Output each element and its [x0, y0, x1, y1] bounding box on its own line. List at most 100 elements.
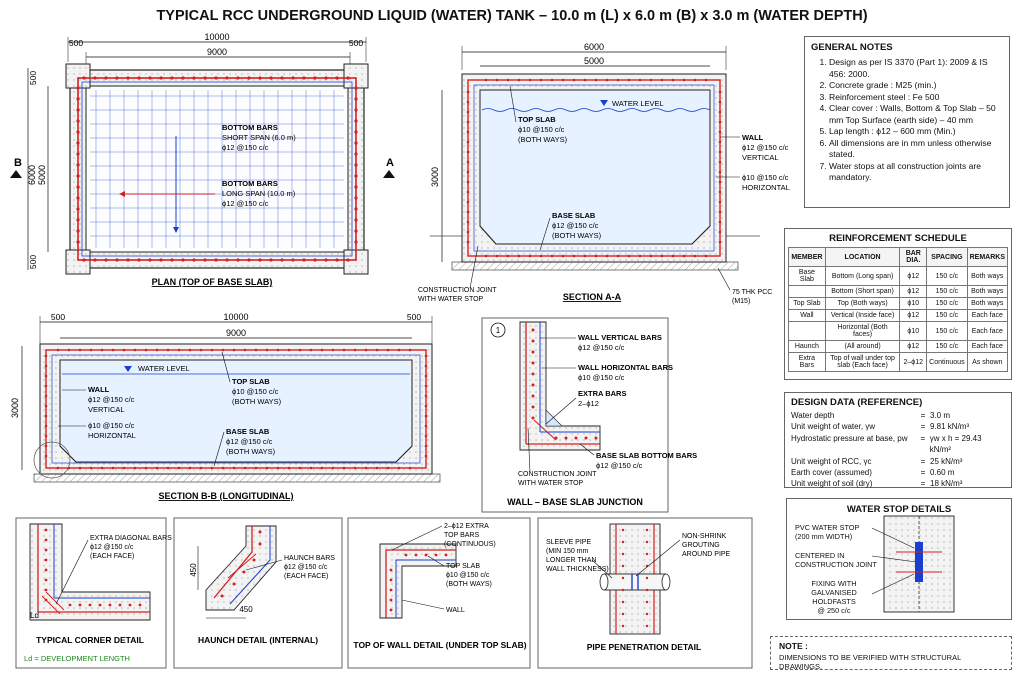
corner-caption: TYPICAL CORNER DETAIL [36, 635, 144, 645]
rebar-dot [621, 588, 625, 592]
rebar-dot [550, 254, 554, 258]
rebar-dot [424, 553, 428, 557]
rebar-dot [78, 603, 82, 607]
rebar-dot [466, 150, 470, 154]
rebar-dot [265, 466, 269, 470]
rebar-dot [424, 354, 428, 358]
rebar-dot [44, 538, 48, 542]
design-data-row: Unit weight of water, γw=9.81 kN/m³ [791, 421, 1005, 432]
rebar-dot [594, 78, 598, 82]
rebar-dot [616, 78, 620, 82]
schedule-header-cell: BAR DIA. [899, 247, 928, 267]
rebar-dot [76, 141, 80, 145]
rebar-dot [621, 540, 625, 544]
rebar-dot [621, 564, 625, 568]
rebar-dot [76, 130, 80, 134]
rebar-dot [718, 180, 722, 184]
note-item: Lap length : ϕ12 – 600 mm (Min.) [829, 126, 1003, 138]
water-stop-box: WATER STOP DETAILS PVC WATER STOP (200 m… [786, 498, 1012, 620]
rebar-dot [466, 120, 470, 124]
rebar-dot [386, 466, 390, 470]
rebar-dot [375, 348, 379, 352]
rebar-dot [528, 254, 532, 258]
rebar-dot [583, 78, 587, 82]
rebar-dot [354, 163, 358, 167]
rebar-dot [550, 78, 554, 82]
rebar-dot [353, 348, 357, 352]
rebar-dot [111, 466, 115, 470]
rebar-dot [531, 350, 535, 354]
rebar-dot [424, 444, 428, 448]
rebar-dot [424, 424, 428, 428]
rebar-dot [181, 76, 185, 80]
rebar-dot [76, 97, 80, 101]
note-item: Clear cover : Walls, Bottom & Top Slab –… [829, 103, 1003, 126]
pipe-rebar-dots [621, 528, 649, 628]
rebar-dot [354, 130, 358, 134]
rebar-dot [188, 466, 192, 470]
rebar-dot [76, 86, 80, 90]
rebar-dot [682, 78, 686, 82]
plan-rebar-dots [76, 76, 358, 262]
rebar-dot [354, 185, 358, 189]
rebar-dot [170, 258, 174, 262]
rebar-dot [56, 348, 60, 352]
rebar-dot [214, 76, 218, 80]
rebar-dot [159, 258, 163, 262]
sbb-wall-horiz-label: ϕ10 @150 c/c HORIZONTAL [88, 421, 137, 440]
rebar-dot [155, 348, 159, 352]
top-wall-detail: 2–ϕ12 EXTRA TOP BARS (CONTINUOUS) TOP SL… [347, 517, 531, 669]
rebar-dot [531, 394, 535, 398]
schedule-cell: 150 c/c [926, 285, 968, 298]
rebar-dot [645, 624, 649, 628]
rebar-dot [258, 76, 262, 80]
rebar-dot [89, 348, 93, 352]
haunch-detail: HAUNCH BARS ϕ12 @150 c/c (EACH FACE) 450… [173, 517, 343, 669]
junction-wall-vertical-label: WALL VERTICAL BARS ϕ12 @150 c/c [578, 333, 664, 352]
design-data-cell: Unit weight of soil (dry) [791, 479, 873, 489]
rebar-dot [561, 78, 565, 82]
rebar-dot [718, 100, 722, 104]
pipe-caption: PIPE PENETRATION DETAIL [587, 642, 701, 652]
rebar-dot [621, 552, 625, 556]
water-stop-pvc-label: PVC WATER STOP (200 mm WIDTH) [795, 523, 859, 541]
rebar-dot [704, 78, 708, 82]
rebar-dot [44, 384, 48, 388]
rebar-dot [177, 466, 181, 470]
rebar-dot [137, 76, 141, 80]
rebar-dot [621, 600, 625, 604]
rebar-dot [203, 76, 207, 80]
schedule-cell: (All around) [824, 340, 901, 353]
rebar-dot [386, 348, 390, 352]
rebar-dot [331, 348, 335, 352]
water-stop-centered-label: CENTERED IN CONSTRUCTION JOINT [795, 551, 877, 569]
water-stop-fixing-label: FIXING WITH GALVANISED HOLDFASTS @ 250 c… [795, 579, 873, 615]
rebar-dot [693, 254, 697, 258]
rebar-dot [298, 466, 302, 470]
rebar-dot [354, 240, 358, 244]
rebar-dot [137, 258, 141, 262]
rebar-dot [220, 594, 224, 598]
rebar-dot [44, 454, 48, 458]
rebar-dot [76, 229, 80, 233]
rebar-dot [354, 141, 358, 145]
rebar-dot [466, 210, 470, 214]
rebar-dot [76, 119, 80, 123]
plan-dim-end-right: 500 [349, 38, 363, 48]
rebar-dot [44, 528, 48, 532]
rebar-dot [645, 552, 649, 556]
rebar-dot [693, 78, 697, 82]
rebar-dot [408, 466, 412, 470]
design-data-row: Water depth=3.0 m [791, 410, 1005, 421]
design-data-cell: Unit weight of water, γw [791, 422, 876, 432]
sbb-dim-height: 3000 [10, 398, 20, 418]
rebar-dot [203, 258, 207, 262]
rebar-dot [115, 258, 119, 262]
rebar-dot [572, 78, 576, 82]
rebar-dot [276, 466, 280, 470]
rebar-dot [424, 394, 428, 398]
rebar-dot [354, 108, 358, 112]
